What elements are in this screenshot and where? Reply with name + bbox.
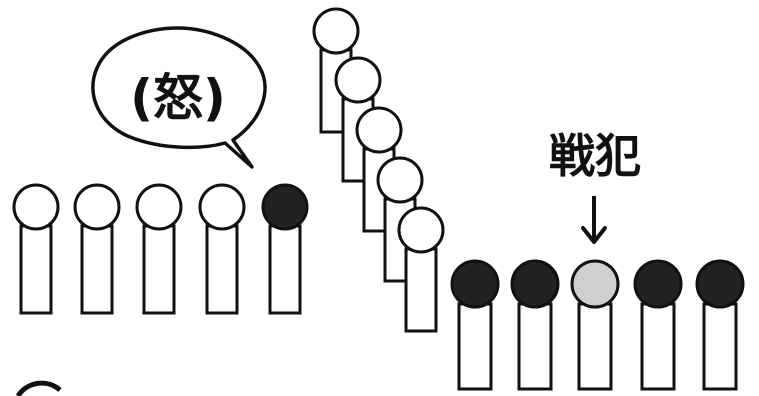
person-body (205, 224, 239, 315)
person-body (702, 302, 738, 391)
speech-bubble-shape (91, 26, 267, 169)
speech-bubble: (怒) (91, 26, 267, 169)
person-head (198, 183, 246, 231)
person-figure (198, 183, 246, 315)
person-figure (73, 183, 121, 315)
person-head (570, 259, 620, 309)
person-body (577, 302, 613, 391)
partial-circle-bottom-left (15, 380, 62, 396)
person-body (80, 224, 114, 315)
down-arrow-icon (581, 196, 607, 244)
person-head (312, 7, 360, 55)
person-head (450, 259, 500, 309)
person-body (268, 224, 302, 315)
person-body (404, 247, 438, 333)
person-head (355, 106, 403, 154)
person-head (633, 259, 683, 309)
person-figure (397, 206, 445, 333)
person-head (12, 183, 60, 231)
person-body (457, 302, 493, 391)
person-head (261, 183, 309, 231)
person-head (334, 56, 382, 104)
person-figure (135, 183, 183, 315)
person-body (640, 302, 676, 391)
person-body (142, 224, 176, 315)
right-figure-row (450, 259, 745, 391)
speech-bubble-text: (怒) (130, 69, 226, 127)
person-figure (695, 259, 745, 391)
person-figure (633, 259, 683, 391)
person-head (397, 206, 445, 254)
person-head (695, 259, 745, 309)
person-head (135, 183, 183, 231)
person-figure (510, 259, 560, 391)
left-figure-row (12, 183, 309, 315)
criminal-label-group: 戦犯 (549, 129, 641, 183)
person-head (73, 183, 121, 231)
person-head (376, 156, 424, 204)
person-figure (261, 183, 309, 315)
person-body (517, 302, 553, 391)
person-head (510, 259, 560, 309)
person-body (19, 224, 53, 315)
person-figure (570, 259, 620, 391)
falling-figure-stack (312, 7, 445, 333)
person-figure (450, 259, 500, 391)
criminal-label: 戦犯 (549, 129, 641, 183)
person-figure (12, 183, 60, 315)
